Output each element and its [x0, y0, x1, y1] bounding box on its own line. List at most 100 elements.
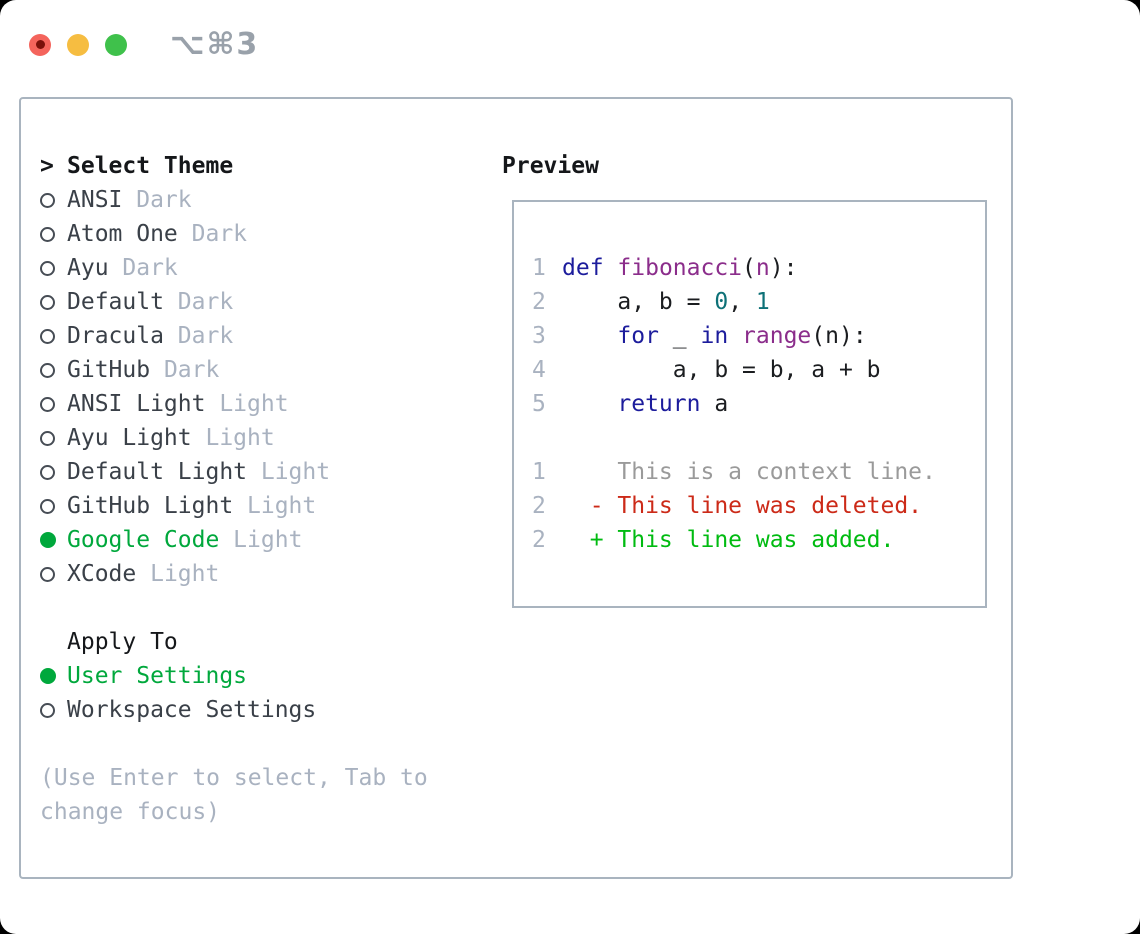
radio-unselected-icon	[40, 396, 67, 412]
radio-selected-icon	[40, 668, 67, 684]
apply-to-option[interactable]: Workspace Settings	[40, 693, 500, 727]
code-line: 2 - This line was deleted.	[532, 489, 985, 523]
code-line: 5 return a	[532, 387, 985, 421]
radio-unselected-icon	[40, 192, 67, 208]
close-button[interactable]	[29, 33, 51, 56]
code-token: (n):	[811, 323, 867, 349]
theme-option[interactable]: Default Light Light	[40, 455, 500, 489]
theme-option[interactable]: Google Code Light	[40, 523, 500, 557]
theme-option-label: Google Code Light	[67, 527, 303, 553]
theme-option-label: Ayu Dark	[67, 255, 178, 281]
code-token	[604, 255, 618, 281]
code-token: a, b = b, a + b	[562, 357, 881, 383]
theme-option[interactable]: ANSI Light Light	[40, 387, 500, 421]
theme-option-label: ANSI Light Light	[67, 391, 289, 417]
theme-option-label: ANSI Dark	[67, 187, 192, 213]
theme-option[interactable]: GitHub Light Light	[40, 489, 500, 523]
code-line: 3 for _ in range(n):	[532, 319, 985, 353]
code-token: 1	[755, 289, 770, 315]
apply-to-option[interactable]: User Settings	[40, 659, 500, 693]
spacer-row	[40, 727, 500, 761]
theme-option[interactable]: ANSI Dark	[40, 183, 500, 217]
code-token: def	[562, 255, 604, 281]
code-token: fibonacci	[617, 255, 743, 281]
radio-unselected-icon	[40, 702, 67, 718]
theme-option[interactable]: Ayu Dark	[40, 251, 500, 285]
preview-title: Preview	[502, 153, 599, 179]
hint-text: change focus)	[40, 795, 500, 829]
hint-text-label: change focus)	[40, 799, 221, 825]
code-token: + This line was added.	[562, 527, 895, 553]
theme-option[interactable]: Dracula Dark	[40, 319, 500, 353]
code-token	[728, 323, 742, 349]
theme-option-label: Atom One Dark	[67, 221, 248, 247]
minimize-button[interactable]	[67, 33, 89, 56]
code-token: return	[617, 391, 701, 417]
theme-picker-panel: > Select Theme ANSI Dark Atom One Dark Ay…	[19, 97, 1013, 879]
radio-unselected-icon	[40, 362, 67, 378]
code-token: n	[755, 255, 770, 281]
code-token: ):	[769, 255, 798, 281]
theme-option-label: XCode Light	[67, 561, 220, 587]
line-number: 3	[532, 323, 546, 349]
code-token: ,	[728, 289, 756, 315]
close-button-dot	[35, 40, 45, 49]
code-token: a	[700, 391, 729, 417]
code-token: for	[617, 323, 659, 349]
apply-to-header: Apply To	[40, 625, 500, 659]
code-line: 2 + This line was added.	[532, 523, 985, 557]
theme-list: > Select Theme ANSI Dark Atom One Dark Ay…	[40, 149, 500, 829]
code-line: 1 This is a context line.	[532, 455, 985, 489]
theme-option[interactable]: XCode Light	[40, 557, 500, 591]
radio-unselected-icon	[40, 260, 67, 276]
code-token: - This line was deleted.	[562, 493, 923, 519]
select-theme-header: > Select Theme	[40, 149, 500, 183]
zoom-button[interactable]	[105, 33, 127, 56]
spacer-row	[40, 591, 500, 625]
window-shortcut-label: ⌥⌘3	[170, 27, 260, 62]
preview-box: 1 def fibonacci(n): 2 a, b = 0, 1 3 for …	[512, 200, 987, 608]
theme-option[interactable]: Atom One Dark	[40, 217, 500, 251]
apply-to-option-label: Workspace Settings	[67, 697, 317, 723]
hint-text-label: (Use Enter to select, Tab to	[40, 765, 428, 791]
radio-unselected-icon	[40, 464, 67, 480]
code-token: (	[742, 255, 756, 281]
line-number: 2	[532, 527, 546, 553]
line-number: 4	[532, 357, 546, 383]
code-token: 0	[714, 289, 729, 315]
code-token: a, b =	[562, 289, 715, 315]
radio-unselected-icon	[40, 294, 67, 310]
code-line: 4 a, b = b, a + b	[532, 353, 985, 387]
theme-option-label: GitHub Light Light	[67, 493, 317, 519]
theme-option-label: Ayu Light Light	[67, 425, 275, 451]
code-token	[562, 323, 617, 349]
code-token: _	[658, 323, 701, 349]
focus-caret-icon: >	[40, 153, 54, 179]
code-token: range	[742, 323, 812, 349]
theme-option-label: Default Dark	[67, 289, 234, 315]
radio-unselected-icon	[40, 566, 67, 582]
line-number: 1	[532, 459, 546, 485]
theme-option[interactable]: Default Dark	[40, 285, 500, 319]
line-number: 2	[532, 289, 546, 315]
apply-to-option-label: User Settings	[67, 663, 248, 689]
radio-unselected-icon	[40, 328, 67, 344]
hint-text: (Use Enter to select, Tab to	[40, 761, 500, 795]
radio-unselected-icon	[40, 430, 67, 446]
line-number: 2	[532, 493, 546, 519]
code-token	[562, 391, 617, 417]
line-number: 1	[532, 255, 546, 281]
radio-unselected-icon	[40, 498, 67, 514]
theme-option[interactable]: GitHub Dark	[40, 353, 500, 387]
code-token: This is a context line.	[562, 459, 936, 485]
theme-option-label: Dracula Dark	[67, 323, 234, 349]
radio-unselected-icon	[40, 226, 67, 242]
select-theme-header-label: Select Theme	[67, 153, 234, 179]
line-number: 5	[532, 391, 546, 417]
radio-selected-icon	[40, 532, 67, 548]
apply-to-header-label: Apply To	[67, 629, 178, 655]
theme-option[interactable]: Ayu Light Light	[40, 421, 500, 455]
theme-option-label: GitHub Dark	[67, 357, 220, 383]
title-bar: ⌥⌘3	[29, 27, 259, 62]
